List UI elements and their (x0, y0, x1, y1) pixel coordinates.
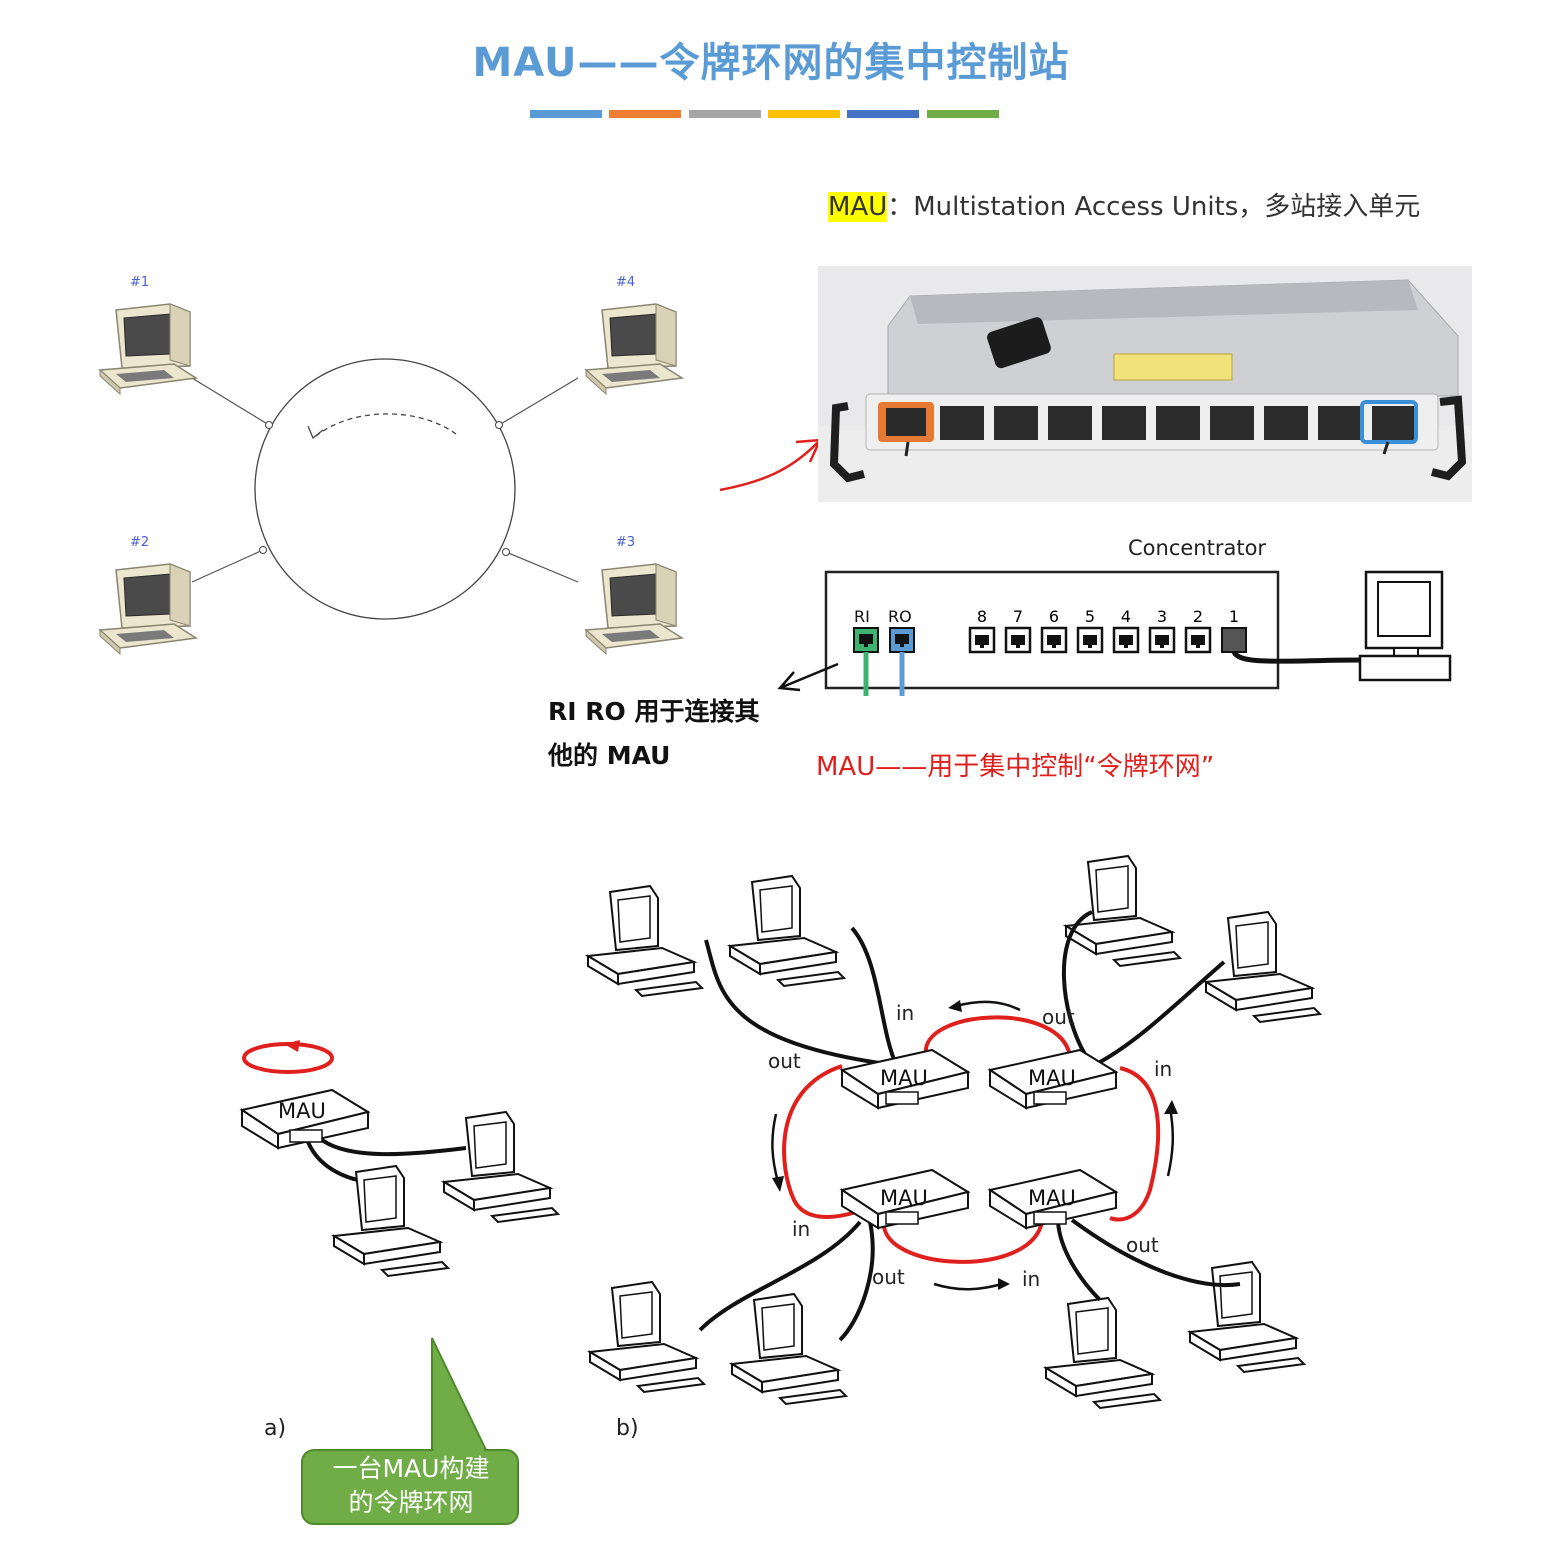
port-number-6: 6 (1049, 607, 1059, 626)
label-out-left: out (768, 1049, 801, 1073)
concentrator-label: Concentrator (1128, 536, 1267, 560)
concentrator-computer-icon (1358, 570, 1452, 682)
mau-definition: MAU：Multistation Access Units，多站接入单元 (828, 186, 1420, 223)
title-bar-gray (689, 110, 761, 118)
title-bar-orange (609, 110, 681, 118)
port-number-4: 4 (1121, 607, 1131, 626)
figure-a-computer-2-icon (443, 1111, 559, 1223)
riro-note: RI RO 用于连接其 他的 MAU (548, 690, 788, 778)
port-number-5: 5 (1085, 607, 1095, 626)
figure-b-computer-bl1-icon (589, 1281, 705, 1393)
port-3 (1148, 626, 1176, 654)
title-bar-green (927, 110, 999, 118)
mau-term-highlight: MAU (828, 192, 888, 222)
port-1 (1221, 627, 1247, 653)
figure-b-label: b) (616, 1416, 639, 1441)
station-4-computer-icon (585, 303, 683, 395)
callout-text: 一台MAU构建 的令牌环网 (302, 1452, 520, 1526)
label-in-top: in (896, 1001, 914, 1025)
label-in-right: in (1154, 1057, 1172, 1081)
token-direction-arrow (315, 413, 457, 437)
figure-b-computer-br2-icon (1189, 1261, 1305, 1373)
port-5 (1076, 626, 1104, 654)
label-out-right: out (1126, 1233, 1159, 1257)
title-bar-yellow (768, 110, 840, 118)
figure-b-mau-label-br: MAU (1028, 1186, 1076, 1210)
figure-b-computer-bl2-icon (731, 1293, 847, 1405)
port-number-3: 3 (1157, 607, 1167, 626)
port-2 (1184, 626, 1212, 654)
figure-a-mau-label: MAU (278, 1099, 326, 1123)
figure-a-label: a) (264, 1416, 287, 1441)
port-4 (1112, 626, 1140, 654)
riro-note-line2: 他的 MAU (548, 741, 671, 770)
riro-note-line1: RI RO 用于连接其 (548, 697, 760, 726)
label-out-top: out (1042, 1005, 1075, 1029)
station-label-4: #4 (616, 275, 635, 290)
figure-b-mau-label-tl: MAU (880, 1066, 928, 1090)
port-number-1: 1 (1229, 607, 1239, 626)
mau-definition-text: ：Multistation Access Units，多站接入单元 (887, 192, 1421, 222)
callout-line1: 一台MAU构建 (332, 1454, 490, 1483)
riro-pointer-arrow (779, 662, 839, 690)
label-in-left: in (792, 1217, 810, 1241)
figure-b-mau-label-bl: MAU (880, 1186, 928, 1210)
title-bar-darkblue (847, 110, 919, 118)
station-label-3: #3 (616, 535, 635, 550)
figure-b-computer-tr2-icon (1205, 911, 1321, 1023)
mau-red-note: MAU——用于集中控制“令牌环网” (816, 752, 1215, 782)
green-callout (301, 1337, 519, 1525)
figure-a-single-mau: MAU (239, 1040, 559, 1277)
label-in-bottom: in (1022, 1267, 1040, 1291)
figure-b-computer-tr1-icon (1065, 855, 1181, 967)
ri-label: RI (854, 607, 870, 626)
station-3-computer-icon (585, 563, 683, 655)
concentrator-diagram: RI RO 8 7 6 5 4 3 2 1 (777, 570, 1452, 696)
red-pointer-arrow (719, 438, 823, 492)
label-out-bottom: out (872, 1265, 905, 1289)
figure-b-computer-br1-icon (1045, 1297, 1161, 1409)
mau-device-photo (818, 266, 1472, 502)
title-bar-blue (530, 110, 602, 118)
cable-to-computer (1231, 650, 1363, 664)
figure-b-computer-tl1-icon (587, 885, 703, 997)
figure-a-ring-arrow (242, 1042, 334, 1074)
port-7 (1004, 626, 1032, 654)
figure-b-mau-label-tr: MAU (1028, 1066, 1076, 1090)
ring-topology-diagram: #1 #4 #2 #3 (99, 275, 683, 655)
port-6 (1040, 626, 1068, 654)
callout-line2: 的令牌环网 (348, 1488, 474, 1517)
ro-port (889, 627, 915, 696)
figure-b-multi-mau: MAU MAU MAU MAU in out out in in out out… (587, 855, 1321, 1409)
ring-circle (254, 358, 516, 620)
port-number-7: 7 (1013, 607, 1023, 626)
figure-b-computer-tl2-icon (729, 875, 845, 987)
port-number-8: 8 (977, 607, 987, 626)
ri-port (853, 627, 879, 696)
ro-label: RO (888, 607, 912, 626)
station-1-computer-icon (99, 303, 197, 395)
port-number-2: 2 (1193, 607, 1203, 626)
station-label-1: #1 (130, 275, 149, 290)
port-8 (968, 626, 996, 654)
station-2-computer-icon (99, 563, 197, 655)
station-label-2: #2 (130, 535, 149, 550)
figure-a-computer-1-icon (333, 1165, 449, 1277)
page-title: MAU——令牌环网的集中控制站 (472, 40, 1070, 86)
